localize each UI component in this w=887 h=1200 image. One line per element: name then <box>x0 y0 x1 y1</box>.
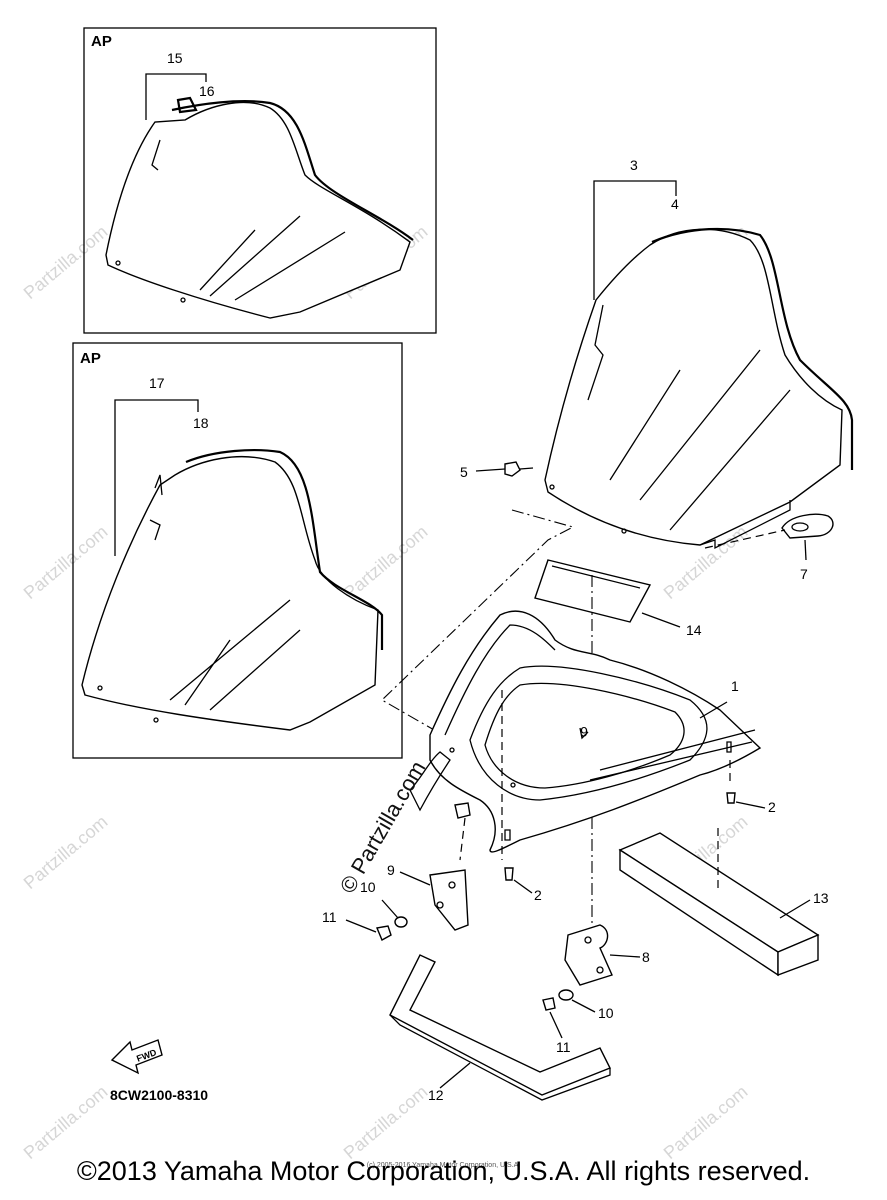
part-callout-7: 7 <box>800 566 808 582</box>
inset-label: AP <box>80 350 101 367</box>
part-callout-11: 11 <box>322 909 337 925</box>
watermark: Partzilla.com <box>340 522 432 604</box>
part-5-screw: 5 <box>460 461 534 480</box>
inset-frame <box>72 342 403 759</box>
part-callout-11: 11 <box>556 1039 571 1055</box>
inset-label: AP <box>91 33 112 50</box>
part-callout-1: 1 <box>731 678 739 694</box>
watermark: Partzilla.com <box>20 222 112 304</box>
part-callout-4: 4 <box>671 196 679 212</box>
part-callout-10: 10 <box>360 879 376 895</box>
footer-copyright: ©2013 Yamaha Motor Corporation, U.S.A. A… <box>76 1156 811 1186</box>
part-callout-16: 16 <box>199 83 215 99</box>
inset-box-1: AP 15 16 <box>83 27 437 334</box>
watermark: Partzilla.com <box>20 522 112 604</box>
small-copyright: (c) 2005-2016 Yamaha Motor Corporation, … <box>366 1162 521 1169</box>
windshield-inset-1 <box>105 101 411 319</box>
part-callout-18: 18 <box>193 415 209 431</box>
part-callout-6: 6 <box>580 724 588 740</box>
part-callout-5: 5 <box>460 464 468 480</box>
part-13-block: 13 <box>618 828 829 977</box>
part-callout-14: 14 <box>686 622 702 638</box>
part-12-seal: 12 <box>389 954 611 1103</box>
windshield-inset-2 <box>81 456 379 731</box>
part-9-bracket: 9 <box>387 802 471 931</box>
part-2-screws: 2 2 <box>504 792 776 903</box>
fwd-arrow-icon: FWD <box>110 1039 163 1075</box>
inset-box-2: AP 17 18 <box>72 342 403 759</box>
part-callout-2: 2 <box>768 799 776 815</box>
part-7-fastener: 7 <box>704 513 834 582</box>
drawing-code: 8CW2100-8310 <box>110 1087 208 1103</box>
watermark: Partzilla.com <box>660 1082 752 1164</box>
part-callout-9: 9 <box>387 862 395 878</box>
part-callout-3: 3 <box>630 157 638 173</box>
watermark: Partzilla.com <box>20 812 112 894</box>
windshield-main: 3 4 <box>544 157 854 550</box>
part-10-11-left: 10 11 <box>322 879 408 941</box>
watermark-main: © Partzilla.com <box>335 757 431 898</box>
watermark: Partzilla.com <box>20 1082 112 1164</box>
part-1-cowl: 6 1 <box>409 610 762 853</box>
inset-frame <box>83 27 437 334</box>
part-callout-17: 17 <box>149 375 165 391</box>
part-callout-12: 12 <box>428 1087 444 1103</box>
part-callout-13: 13 <box>813 890 829 906</box>
part-8-bracket: 8 <box>564 924 650 986</box>
part-10-11-right: 10 11 <box>542 989 614 1055</box>
part-callout-8: 8 <box>642 949 650 965</box>
part-callout-2: 2 <box>534 887 542 903</box>
watermark: Partzilla.com <box>340 1082 432 1164</box>
part-callout-15: 15 <box>167 50 183 66</box>
part-callout-10: 10 <box>598 1005 614 1021</box>
